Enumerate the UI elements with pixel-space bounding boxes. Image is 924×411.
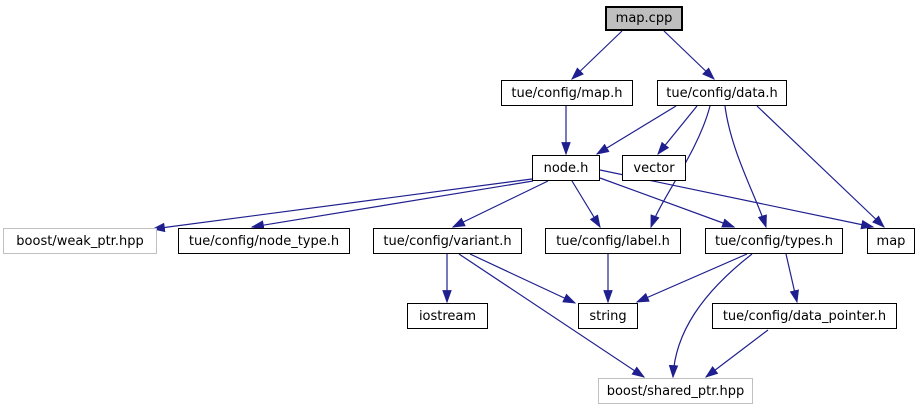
edge-tue_config_data_h-to-map xyxy=(756,105,885,228)
graph-node-tue_config_map_h[interactable]: tue/config/map.h xyxy=(501,80,633,106)
node-label: tue/config/data_pointer.h xyxy=(722,308,887,324)
node-label: tue/config/variant.h xyxy=(383,233,512,249)
edge-tue_config_variant_h-to-string xyxy=(469,253,577,304)
node-label: vector xyxy=(633,160,675,176)
node-label: boost/shared_ptr.hpp xyxy=(606,383,745,399)
node-label: boost/weak_ptr.hpp xyxy=(16,233,144,249)
edge-map_cpp-to-tue_config_map_h xyxy=(571,30,623,80)
edge-tue_config_variant_h-to-boost_shared_ptr_hpp xyxy=(458,253,646,378)
edge-tue_config_data_pointer_h-to-boost_shared_ptr_hpp xyxy=(704,329,769,378)
edge-tue_config_data_h-to-tue_config_types_h xyxy=(724,105,767,229)
node-label: tue/config/label.h xyxy=(556,233,670,249)
graph-node-boost_weak_ptr_hpp: boost/weak_ptr.hpp xyxy=(3,228,157,254)
edge-node_h-to-tue_config_label_h xyxy=(571,180,601,229)
edge-tue_config_types_h-to-string xyxy=(635,253,748,303)
edge-node_h-to-tue_config_variant_h xyxy=(451,180,549,228)
node-label: map xyxy=(876,233,906,249)
edge-tue_config_data_h-to-vector xyxy=(657,105,698,156)
node-label: node.h xyxy=(543,160,589,176)
graph-node-string: string xyxy=(578,303,638,329)
node-label: tue/config/map.h xyxy=(511,85,623,101)
graph-node-map_cpp[interactable]: map.cpp xyxy=(605,6,683,31)
graph-node-iostream: iostream xyxy=(407,303,488,329)
node-label: iostream xyxy=(418,308,477,324)
node-label: tue/config/types.h xyxy=(714,233,834,249)
graph-node-tue_config_data_pointer_h[interactable]: tue/config/data_pointer.h xyxy=(712,303,897,329)
graph-node-node_h[interactable]: node.h xyxy=(532,155,600,181)
graph-node-tue_config_data_h[interactable]: tue/config/data.h xyxy=(657,80,787,106)
graph-node-tue_config_label_h[interactable]: tue/config/label.h xyxy=(545,228,681,254)
graph-node-vector: vector xyxy=(622,155,686,181)
graph-node-tue_config_types_h[interactable]: tue/config/types.h xyxy=(705,228,843,254)
node-label: tue/config/data.h xyxy=(666,85,778,101)
node-label: string xyxy=(589,308,627,324)
edge-node_h-to-tue_config_node_type_h xyxy=(250,180,534,230)
node-label: tue/config/node_type.h xyxy=(188,233,340,249)
graph-node-boost_shared_ptr_hpp: boost/shared_ptr.hpp xyxy=(598,378,753,404)
edge-map_cpp-to-tue_config_data_h xyxy=(663,30,715,80)
graph-node-tue_config_variant_h[interactable]: tue/config/variant.h xyxy=(373,228,522,254)
edge-tue_config_types_h-to-boost_shared_ptr_hpp xyxy=(668,253,753,379)
graph-node-tue_config_node_type_h[interactable]: tue/config/node_type.h xyxy=(178,228,350,254)
edge-node_h-to-boost_weak_ptr_hpp xyxy=(151,178,533,233)
edge-tue_config_types_h-to-tue_config_data_pointer_h xyxy=(785,253,799,304)
node-label: map.cpp xyxy=(615,11,673,26)
graph-node-map: map xyxy=(867,228,915,254)
edge-tue_config_data_h-to-node_h xyxy=(595,105,677,155)
edge-node_h-to-tue_config_types_h xyxy=(599,177,736,228)
